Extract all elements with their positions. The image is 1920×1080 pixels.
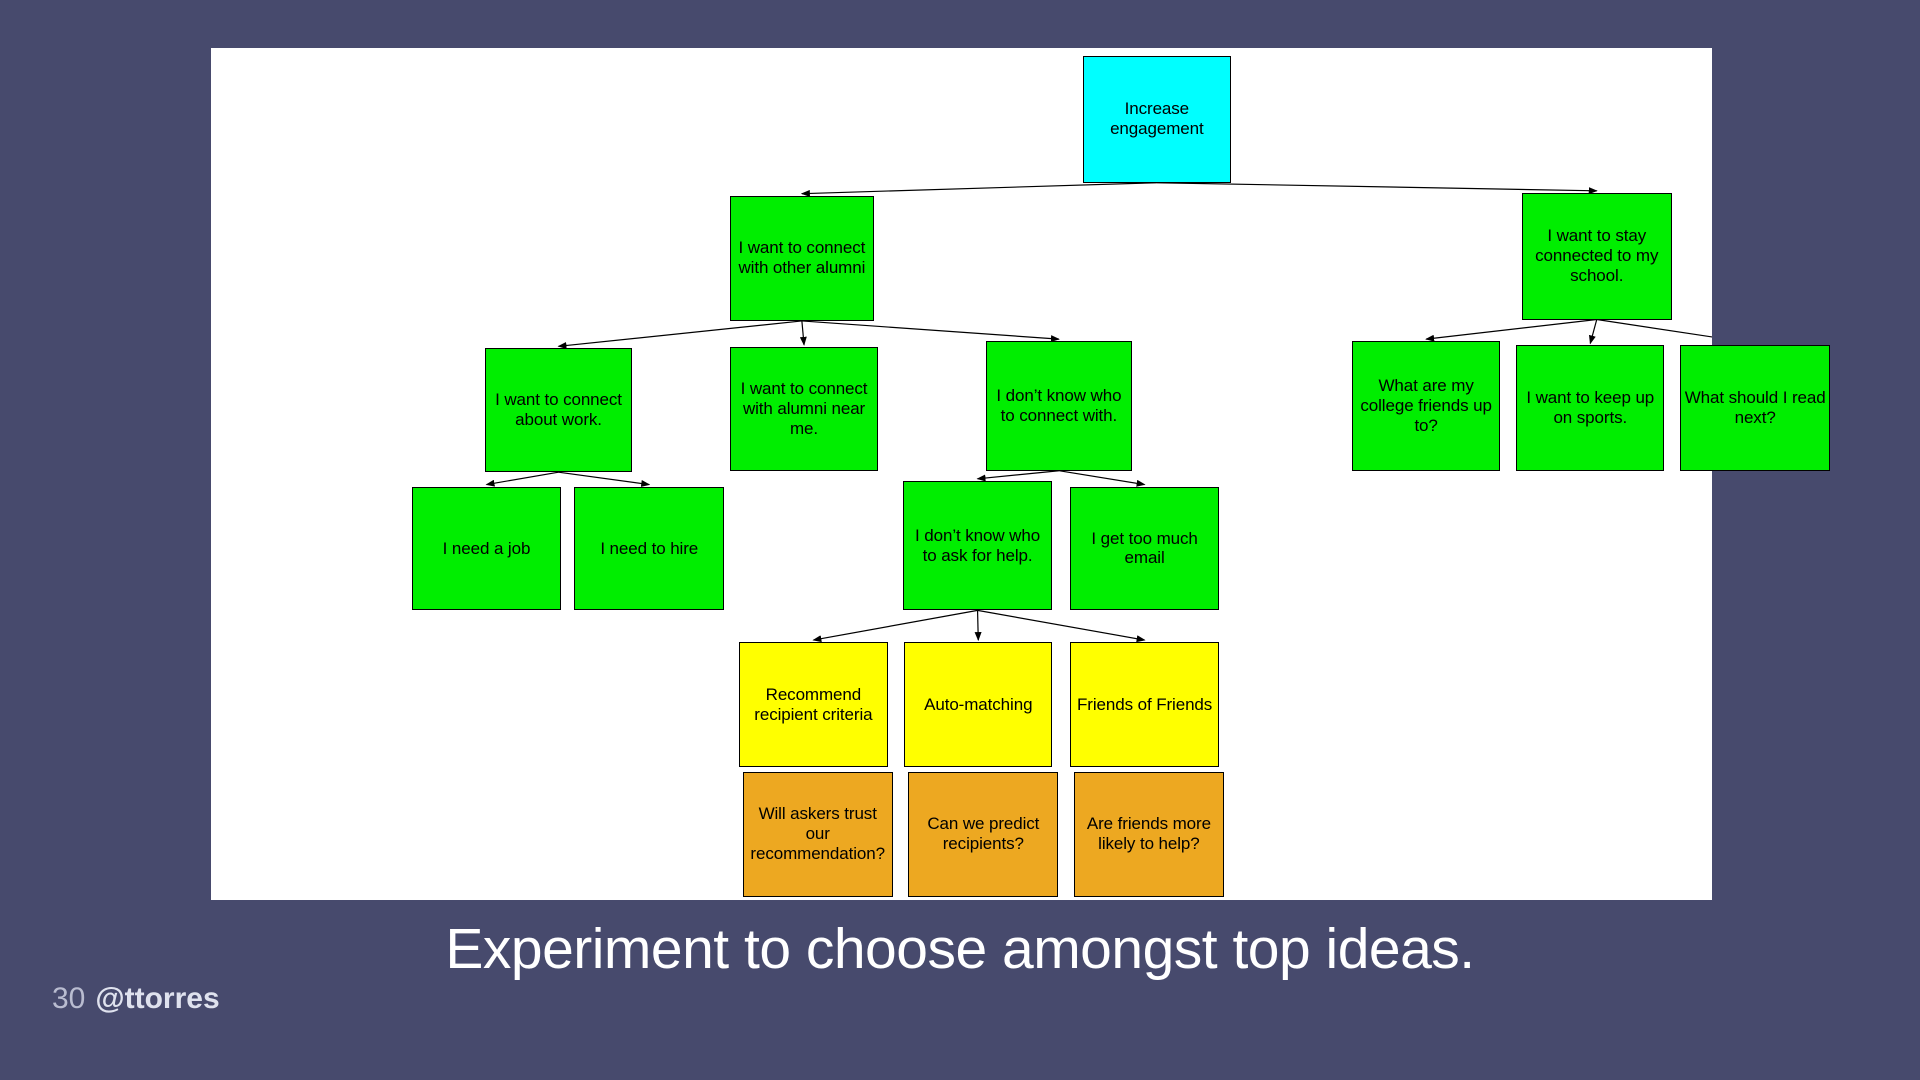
tree-node-label: Increase engagement xyxy=(1110,99,1204,139)
tree-node-assumption[interactable]: Will askers trust our recommendation? xyxy=(742,771,893,897)
tree-node-need[interactable]: I want to stay connected to my school. xyxy=(1521,192,1672,320)
slide-footer: 30 @ttorres xyxy=(52,982,220,1016)
tree-node-need[interactable]: I want to keep up on sports. xyxy=(1516,345,1665,471)
tree-node-label: I want to stay connected to my school. xyxy=(1535,226,1659,286)
tree-node-label: I don’t know who to ask for help. xyxy=(915,525,1041,565)
tree-node-need[interactable]: I get too much email xyxy=(1069,486,1220,611)
tree-node-need[interactable]: I need a job xyxy=(411,486,562,611)
tree-node-need[interactable]: I need to hire xyxy=(574,486,725,611)
tree-edge xyxy=(1596,318,1712,338)
tree-edge xyxy=(1156,182,1598,195)
tree-node-label: I need to hire xyxy=(600,538,699,558)
tree-node-need[interactable]: I want to connect with other alumni xyxy=(729,195,874,321)
tree-node-label: I don’t know who to connect with. xyxy=(996,386,1122,425)
tree-edge xyxy=(557,320,802,349)
tree-node-label: Auto-matching xyxy=(924,694,1033,714)
tree-node-label: Friends of Friends xyxy=(1076,694,1213,714)
tree-node-idea[interactable]: Friends of Friends xyxy=(1069,642,1220,768)
tree-node-label: I want to connect about work. xyxy=(495,390,622,430)
tree-node-label: I need a job xyxy=(442,538,531,558)
tree-node-label: What should I read next? xyxy=(1684,388,1826,428)
tree-node-label: What are my college friends up to? xyxy=(1360,376,1492,435)
tree-edge xyxy=(974,610,982,642)
tree-edge xyxy=(485,471,559,487)
tree-edge xyxy=(799,320,807,346)
tree-node-assumption[interactable]: Are friends more likely to help? xyxy=(1074,771,1224,897)
slide-caption: Experiment to choose amongst top ideas. xyxy=(445,917,1475,981)
tree-node-need[interactable]: What should I read next? xyxy=(1680,345,1831,471)
tree-edge xyxy=(800,182,1157,197)
tree-node-label: Recommend recipient criteria xyxy=(754,684,873,724)
tree-node-assumption[interactable]: Can we predict recipients? xyxy=(908,771,1059,897)
tree-edge xyxy=(1058,470,1146,487)
slide-canvas: Increase engagement I want to connect wit… xyxy=(211,48,1831,900)
tree-node-need[interactable]: I don’t know who to ask for help. xyxy=(902,480,1053,611)
tree-node-need[interactable]: I want to connect with alumni near me. xyxy=(729,346,879,471)
tree-edge xyxy=(558,471,651,487)
tree-edge xyxy=(812,609,978,643)
tree-node-idea[interactable]: Auto-matching xyxy=(904,642,1053,768)
tree-edge xyxy=(801,320,1060,343)
tree-node-need[interactable]: I don’t know who to connect with. xyxy=(986,341,1132,471)
tree-edge xyxy=(1425,318,1597,342)
author-handle: @ttorres xyxy=(95,982,220,1015)
tree-node-label: I want to connect with other alumni xyxy=(738,238,866,278)
tree-node-goal[interactable]: Increase engagement xyxy=(1082,56,1231,183)
tree-node-label: Can we predict recipients? xyxy=(927,814,1040,854)
page-number: 30 xyxy=(52,982,86,1015)
tree-node-need[interactable]: What are my college friends up to? xyxy=(1351,341,1501,471)
tree-edge xyxy=(976,470,1059,482)
tree-node-need[interactable]: I want to connect about work. xyxy=(485,348,632,473)
tree-node-idea[interactable]: Recommend recipient criteria xyxy=(738,642,889,768)
opportunity-solution-tree: Increase engagement I want to connect wit… xyxy=(211,48,1831,900)
tree-node-label: Are friends more likely to help? xyxy=(1086,814,1211,854)
tree-edge xyxy=(1588,319,1598,345)
tree-node-label: I want to connect with alumni near me. xyxy=(740,378,868,438)
tree-node-label: Will askers trust our recommendation? xyxy=(750,804,885,864)
tree-node-label: I want to keep up on sports. xyxy=(1526,388,1655,428)
tree-edge xyxy=(977,609,1146,643)
tree-node-label: I get too much email xyxy=(1091,528,1198,568)
